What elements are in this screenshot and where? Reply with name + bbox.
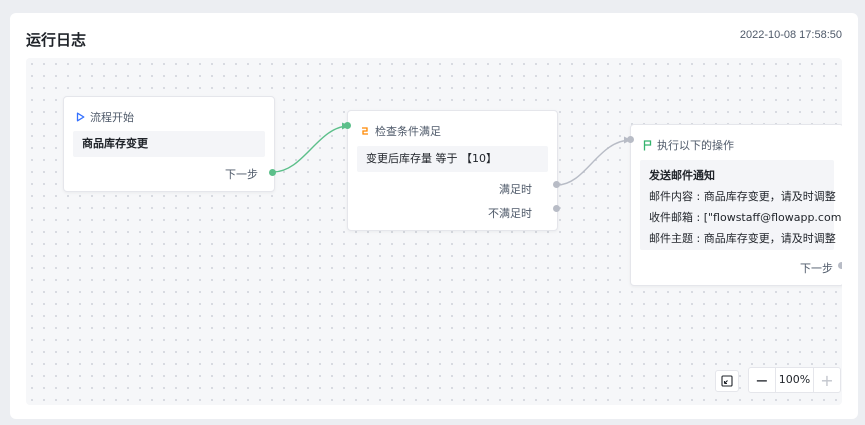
node-content-box: 商品库存变更 bbox=[73, 131, 265, 157]
port-label-true: 满足时 bbox=[499, 183, 532, 196]
fit-view-icon bbox=[721, 375, 733, 387]
connector-start-to-condition bbox=[272, 125, 350, 173]
port-label-next: 下一步 bbox=[800, 262, 833, 275]
branch-icon bbox=[362, 127, 368, 135]
trigger-name: 商品库存变更 bbox=[82, 137, 148, 150]
action-detail-subject: 邮件主题 : 商品库存变更，请及时调整 bbox=[649, 232, 836, 245]
action-detail-recipient: 收件邮箱 : ["flowstaff@flowapp.com"] bbox=[649, 211, 842, 224]
zoom-control: − 100% + bbox=[748, 367, 841, 393]
node-header-label: 流程开始 bbox=[90, 111, 134, 124]
email-action-box: 发送邮件通知 邮件内容 : 商品库存变更，请及时调整 收件邮箱 : ["flow… bbox=[640, 160, 842, 250]
page-title: 运行日志 bbox=[26, 31, 87, 49]
fit-view-button[interactable] bbox=[715, 370, 739, 392]
connector-condition-to-action bbox=[556, 139, 632, 186]
run-timestamp: 2022-10-08 17:58:50 bbox=[739, 29, 842, 41]
node-header-label: 执行以下的操作 bbox=[657, 139, 734, 152]
action-title: 发送邮件通知 bbox=[649, 169, 715, 182]
node-content-box: 变更后库存量 等于 【10】 bbox=[357, 146, 548, 172]
output-port-false[interactable] bbox=[553, 205, 560, 212]
condition-expression: 变更后库存量 等于 【10】 bbox=[366, 152, 497, 165]
flow-canvas[interactable]: 流程开始 商品库存变更 下一步 检查条件满足 变更后库存量 等于 【10】 满足… bbox=[26, 58, 842, 405]
input-port-action[interactable] bbox=[627, 136, 634, 143]
input-port-condition[interactable] bbox=[344, 122, 351, 129]
zoom-out-button[interactable]: − bbox=[755, 370, 769, 390]
output-port-true[interactable] bbox=[553, 181, 560, 188]
output-port-action[interactable] bbox=[838, 262, 842, 269]
run-log-panel: 运行日志 2022-10-08 17:58:50 流程开始 商品库存变更 下一步 bbox=[10, 13, 858, 419]
flag-icon bbox=[643, 139, 652, 150]
port-label-false: 不满足时 bbox=[488, 207, 532, 220]
port-label-next: 下一步 bbox=[225, 168, 258, 181]
action-detail-content: 邮件内容 : 商品库存变更，请及时调整 bbox=[649, 190, 836, 203]
node-check-condition[interactable]: 检查条件满足 变更后库存量 等于 【10】 满足时 不满足时 bbox=[347, 110, 558, 231]
node-execute-actions[interactable]: 执行以下的操作 发送邮件通知 邮件内容 : 商品库存变更，请及时调整 收件邮箱 … bbox=[630, 124, 842, 286]
output-port-start[interactable] bbox=[269, 169, 276, 176]
node-flow-start[interactable]: 流程开始 商品库存变更 下一步 bbox=[63, 96, 275, 192]
play-outline-icon bbox=[76, 112, 85, 122]
zoom-level: 100% bbox=[775, 368, 814, 392]
node-header-label: 检查条件满足 bbox=[375, 125, 441, 138]
zoom-in-button[interactable]: + bbox=[820, 370, 834, 390]
